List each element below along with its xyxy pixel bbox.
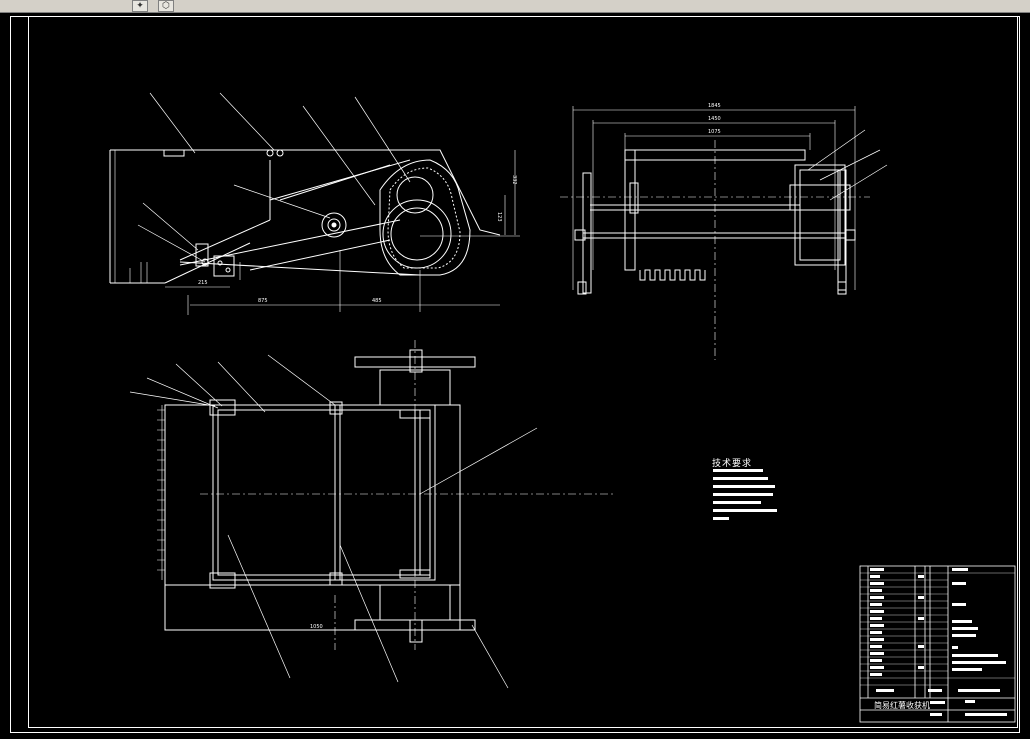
dimension-label-side-height-2: 123 <box>496 212 502 222</box>
dimension-label-plan-width: 1050 <box>310 624 323 630</box>
dimension-label-front-mid: 1450 <box>708 116 721 122</box>
dimension-label-side-width-1: 875 <box>258 298 268 304</box>
tech-requirements-title: 技术要求 <box>712 459 753 469</box>
settings-icon[interactable]: ⬡ <box>158 0 174 12</box>
dimension-label-front-inner: 1075 <box>708 129 721 135</box>
front-view <box>560 106 888 360</box>
wand-icon[interactable]: ✦ <box>132 0 148 12</box>
dimension-label-side-width-2: 485 <box>372 298 382 304</box>
tech-requirements-lines <box>713 469 777 520</box>
title-block-name: 简易红薯收获机 <box>874 701 930 710</box>
title-block <box>859 565 1016 723</box>
dimension-label-front-top: 1845 <box>708 103 721 109</box>
drawing-border-inner <box>28 16 1018 728</box>
dimension-label-side-small: 215 <box>198 280 208 286</box>
dimension-label-side-height-1: 332 <box>511 175 517 185</box>
side-view <box>109 92 520 315</box>
cad-toolbar: ✦ ⬡ <box>0 0 1030 13</box>
plan-view <box>129 340 615 689</box>
